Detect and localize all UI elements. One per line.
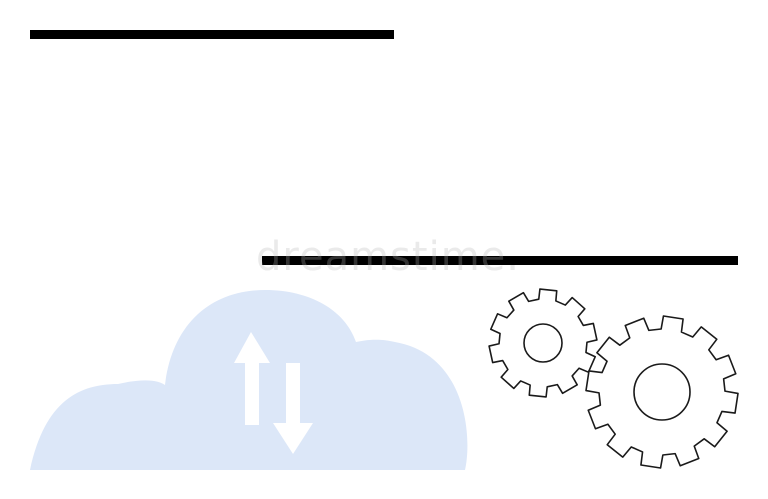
small-gear-hole: [523, 323, 563, 363]
large-gear-hole: [633, 363, 691, 421]
arrow-up-icon: [234, 332, 270, 425]
large-gear-icon: [585, 315, 739, 469]
large-gear-body: [585, 315, 739, 469]
small-gear-body: [488, 288, 598, 398]
middle-heading-bar: [262, 256, 738, 265]
small-gear-icon: [488, 288, 598, 398]
arrow-down-icon: [273, 363, 313, 454]
top-heading-bar: [30, 30, 394, 39]
